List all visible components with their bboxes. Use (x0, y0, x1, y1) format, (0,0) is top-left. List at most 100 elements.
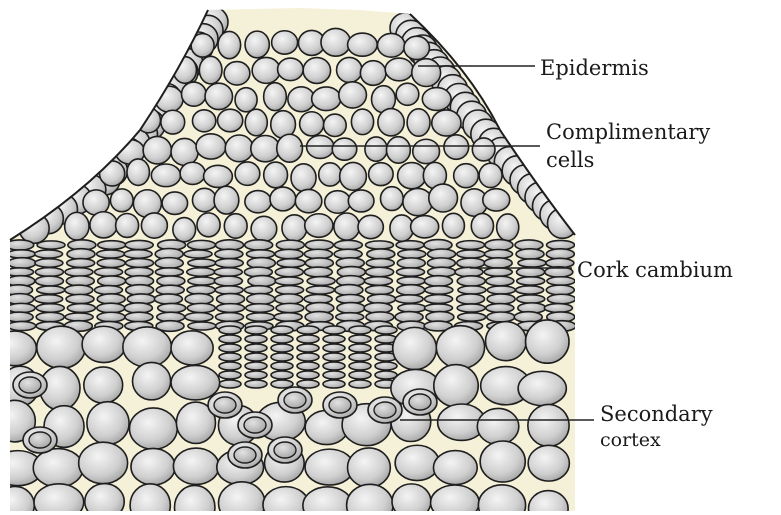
complimentary-cell (161, 110, 185, 134)
cork-cambium-cell (334, 240, 362, 249)
cork-cambium-cell (518, 259, 546, 267)
cork-cambium-cell (8, 258, 36, 269)
secondary-cortex-cell-inner (214, 397, 236, 413)
cork-cambium-cell (297, 371, 319, 379)
complimentary-cell (180, 162, 205, 184)
cork-cambium-cell (323, 353, 345, 361)
cork-cambium-cell (214, 276, 242, 286)
cork-cambium-cell (277, 259, 305, 268)
cork-cambium-cell (271, 362, 293, 370)
cork-cambium-cell (323, 380, 345, 388)
complimentary-cell (218, 31, 241, 58)
complimentary-cell (100, 161, 125, 186)
complimentary-cell (479, 163, 502, 187)
complimentary-cell (282, 215, 307, 241)
complimentary-cell (173, 218, 196, 242)
cork-cambium-cell (188, 277, 216, 285)
complimentary-cell (348, 33, 378, 56)
complimentary-cell (143, 136, 171, 163)
cork-cambium-cell (215, 249, 243, 259)
cork-cambium-cell (67, 259, 95, 268)
cork-cambium-cell (297, 335, 319, 343)
cork-cambium-cell (35, 259, 63, 268)
complimentary-cell (218, 109, 243, 132)
cork-cambium-cell (246, 313, 274, 321)
complimentary-cell (337, 57, 363, 82)
cork-cambium-cell (484, 258, 512, 268)
cork-cambium-cell (274, 313, 302, 322)
cork-cambium-cell (517, 295, 545, 303)
cork-cambium-cell (547, 294, 575, 304)
cork-cambium-cell (65, 268, 93, 276)
complimentary-cell (324, 114, 347, 136)
complimentary-cell (225, 135, 253, 162)
secondary-cortex-cell-inner (409, 394, 431, 410)
cork-cambium-cell (306, 286, 334, 294)
secondary-cortex-cell (436, 326, 484, 369)
complimentary-cell (340, 162, 367, 190)
complimentary-cell (110, 189, 133, 212)
cork-cambium-cell (544, 304, 572, 313)
secondary-cortex-cell (0, 331, 36, 366)
cork-cambium-cell (425, 295, 453, 304)
cork-cambium-cell (297, 344, 319, 352)
cork-cambium-cell (35, 276, 63, 286)
label-cork-cambium: Cork cambium (577, 258, 733, 282)
cork-cambium-cell (219, 362, 241, 370)
cork-cambium-cell (98, 276, 126, 286)
complimentary-cell (214, 186, 239, 214)
complimentary-cell (444, 135, 469, 160)
complimentary-cell (398, 163, 426, 189)
secondary-cortex-cell (528, 404, 569, 446)
secondary-cortex-cell (434, 365, 478, 407)
cork-cambium-cell (36, 312, 64, 321)
cork-cambium-cell (305, 312, 333, 323)
cork-cambium-cell (187, 268, 215, 277)
secondary-cortex-cell-inner (29, 432, 51, 448)
complimentary-cell (204, 165, 233, 187)
complimentary-cell (334, 213, 360, 240)
cork-cambium-cell (486, 276, 514, 286)
complimentary-cell (127, 159, 149, 185)
cork-cambium-cell (94, 286, 122, 295)
cork-cambium-cell (297, 326, 319, 334)
complimentary-cell (385, 58, 413, 81)
cork-cambium-cell (185, 313, 213, 322)
cork-cambium-cell (323, 344, 345, 352)
secondary-cortex-cell (348, 448, 391, 487)
complimentary-cell (141, 213, 167, 238)
cork-cambium-cell (367, 249, 395, 259)
complimentary-cell (442, 213, 464, 238)
cork-cambium-cell (375, 326, 397, 334)
secondary-cortex-cell (528, 445, 569, 481)
cork-cambium-cell (349, 362, 371, 370)
complimentary-cell (300, 112, 324, 136)
complimentary-cell (205, 83, 232, 109)
cork-cambium-cell (323, 335, 345, 343)
complimentary-cell (325, 191, 351, 214)
complimentary-cell (182, 82, 207, 106)
cork-cambium-cell (125, 312, 153, 322)
cork-cambium-cell (457, 258, 485, 268)
cork-cambium-cell (364, 277, 392, 286)
complimentary-cell (192, 188, 216, 211)
cork-cambium-cell (124, 250, 152, 259)
cork-cambium-cell (457, 250, 485, 258)
cork-cambium-cell (67, 304, 95, 313)
cork-cambium-cell (349, 344, 371, 352)
secondary-cortex-cell (305, 449, 354, 485)
cork-cambium-cell (154, 294, 182, 304)
cork-cambium-cell (516, 249, 544, 259)
cork-cambium-cell (248, 276, 276, 287)
cork-cambium-cell (216, 304, 244, 313)
secondary-cortex-cell-inner (374, 402, 396, 418)
cork-cambium-cell (365, 285, 393, 294)
cork-cambium-cell (304, 267, 332, 277)
cork-cambium-cell (397, 285, 425, 296)
cork-cambium-cell (323, 362, 345, 370)
cork-cambium-cell (323, 326, 345, 334)
complimentary-cell (378, 109, 404, 136)
cork-cambium-cell (219, 335, 241, 343)
secondary-cortex-cell-inner (274, 442, 296, 458)
